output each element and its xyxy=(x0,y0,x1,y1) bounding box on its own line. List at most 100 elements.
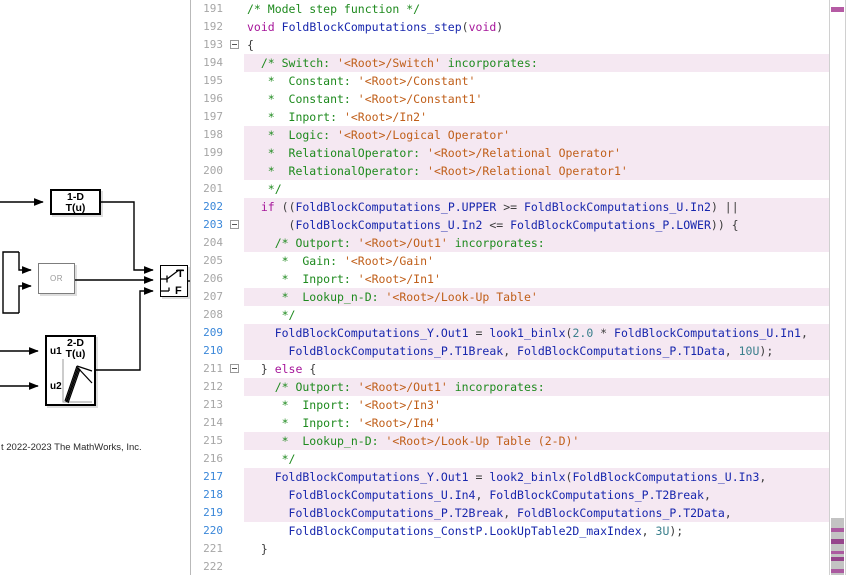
code-line[interactable]: 217 FoldBlockComputations_Y.Out1 = look2… xyxy=(191,468,829,486)
line-number[interactable]: 204 xyxy=(203,236,223,249)
code-line[interactable]: 215 * Lookup_n-D: '<Root>/Look-Up Table … xyxy=(191,432,829,450)
code-line[interactable]: 193{ xyxy=(191,36,829,54)
scrollbar[interactable] xyxy=(829,0,846,575)
line-number[interactable]: 195 xyxy=(203,74,223,87)
line-number[interactable]: 201 xyxy=(203,182,223,195)
code-line[interactable]: 192 void FoldBlockComputations_step(void) xyxy=(191,18,829,36)
code-text: * Constant: '<Root>/Constant1' xyxy=(247,92,483,106)
fold-gutter xyxy=(227,324,244,342)
code-line[interactable]: 210 FoldBlockComputations_P.T1Break, Fol… xyxy=(191,342,829,360)
code-line[interactable]: 206 * Inport: '<Root>/In1' xyxy=(191,270,829,288)
line-number[interactable]: 213 xyxy=(203,398,223,411)
code-line[interactable]: 218 FoldBlockComputations_U.In4, FoldBlo… xyxy=(191,486,829,504)
line-number[interactable]: 196 xyxy=(203,92,223,105)
code-text: * Inport: '<Root>/In2' xyxy=(247,110,428,124)
fold-gutter xyxy=(227,198,244,216)
code-line[interactable]: 222 xyxy=(191,558,829,575)
line-number[interactable]: 217 xyxy=(203,470,223,483)
logical-operator-block[interactable]: OR xyxy=(38,263,75,294)
line-number[interactable]: 208 xyxy=(203,308,223,321)
line-number[interactable]: 203 xyxy=(203,218,223,231)
code-line[interactable]: 213 * Inport: '<Root>/In3' xyxy=(191,396,829,414)
line-number[interactable]: 211 xyxy=(203,362,223,375)
scrollbar-thumb[interactable] xyxy=(831,518,844,575)
code-line[interactable]: 212 /* Outport: '<Root>/Out1' incorporat… xyxy=(191,378,829,396)
code-text: FoldBlockComputations_Y.Out1 = look2_bin… xyxy=(244,468,829,486)
line-number[interactable]: 202 xyxy=(203,200,223,213)
code-text: void FoldBlockComputations_step(void) xyxy=(247,20,504,34)
code-text: /* Outport: '<Root>/Out1' incorporates: xyxy=(244,234,829,252)
code-line[interactable]: 196 * Constant: '<Root>/Constant1' xyxy=(191,90,829,108)
line-number[interactable]: 194 xyxy=(203,56,223,69)
code-line[interactable]: 203 (FoldBlockComputations_U.In2 <= Fold… xyxy=(191,216,829,234)
switch-false-port-label: F xyxy=(175,285,182,295)
code-line[interactable]: 219 FoldBlockComputations_P.T2Break, Fol… xyxy=(191,504,829,522)
lookup1d-label-line1: 1-D xyxy=(67,191,84,203)
code-line[interactable]: 221 } xyxy=(191,540,829,558)
line-number[interactable]: 206 xyxy=(203,272,223,285)
line-number[interactable]: 198 xyxy=(203,128,223,141)
switch-icon: T F xyxy=(161,268,184,297)
code-text: FoldBlockComputations_P.T2Break, FoldBlo… xyxy=(244,504,829,522)
code-line[interactable]: 191/* Model step function */ xyxy=(191,0,829,18)
code-line[interactable]: 207 * Lookup_n-D: '<Root>/Look-Up Table' xyxy=(191,288,829,306)
code-line[interactable]: 198 * Logic: '<Root>/Logical Operator' xyxy=(191,126,829,144)
code-text: /* Switch: '<Root>/Switch' incorporates: xyxy=(244,54,829,72)
or-label: OR xyxy=(50,274,63,283)
fold-gutter xyxy=(227,108,244,126)
fold-gutter xyxy=(227,450,244,468)
line-number[interactable]: 199 xyxy=(203,146,223,159)
line-number[interactable]: 218 xyxy=(203,488,223,501)
line-number[interactable]: 197 xyxy=(203,110,223,123)
simulink-diagram-pane[interactable]: 1-D T(u) OR T F u1 u2 2-D T(u) xyxy=(0,0,190,575)
line-number[interactable]: 209 xyxy=(203,326,223,339)
line-number[interactable]: 214 xyxy=(203,416,223,429)
fold-gutter xyxy=(227,342,244,360)
line-number[interactable]: 216 xyxy=(203,452,223,465)
code-line[interactable]: 197 * Inport: '<Root>/In2' xyxy=(191,108,829,126)
lookup-table-2d-block[interactable]: u1 u2 2-D T(u) xyxy=(45,335,96,406)
code-line[interactable]: 214 * Inport: '<Root>/In4' xyxy=(191,414,829,432)
line-number[interactable]: 219 xyxy=(203,506,223,519)
code-text: */ xyxy=(247,308,296,322)
code-line[interactable]: 204 /* Outport: '<Root>/Out1' incorporat… xyxy=(191,234,829,252)
collapse-fold-icon[interactable] xyxy=(230,364,239,373)
line-number[interactable]: 207 xyxy=(203,290,223,303)
code-lines[interactable]: 191/* Model step function */ 192 void Fold… xyxy=(191,0,829,575)
switch-block[interactable]: T F xyxy=(160,265,188,297)
copyright-text: t 2022-2023 The MathWorks, Inc. xyxy=(1,442,142,453)
fold-gutter xyxy=(227,144,244,162)
fold-gutter xyxy=(227,234,244,252)
code-line[interactable]: 202 if ((FoldBlockComputations_P.UPPER >… xyxy=(191,198,829,216)
lookup-table-1d-block[interactable]: 1-D T(u) xyxy=(50,189,101,215)
code-line[interactable]: 199 * RelationalOperator: '<Root>/Relati… xyxy=(191,144,829,162)
code-line[interactable]: 208 */ xyxy=(191,306,829,324)
line-number[interactable]: 215 xyxy=(203,434,223,447)
code-line[interactable]: 201 */ xyxy=(191,180,829,198)
code-line[interactable]: 194 /* Switch: '<Root>/Switch' incorpora… xyxy=(191,54,829,72)
code-text: */ xyxy=(247,452,296,466)
line-number[interactable]: 200 xyxy=(203,164,223,177)
line-number[interactable]: 192 xyxy=(203,20,223,33)
code-line[interactable]: 220 FoldBlockComputations_ConstP.LookUpT… xyxy=(191,522,829,540)
collapse-fold-icon[interactable] xyxy=(230,220,239,229)
line-number[interactable]: 210 xyxy=(203,344,223,357)
code-text: FoldBlockComputations_Y.Out1 = look1_bin… xyxy=(244,324,829,342)
code-text: * Constant: '<Root>/Constant' xyxy=(247,74,476,88)
line-number[interactable]: 212 xyxy=(203,380,223,393)
code-line[interactable]: 200 * RelationalOperator: '<Root>/Relati… xyxy=(191,162,829,180)
line-number[interactable]: 220 xyxy=(203,524,223,537)
line-number[interactable]: 205 xyxy=(203,254,223,267)
code-line[interactable]: 211 } else { xyxy=(191,360,829,378)
line-number[interactable]: 191 xyxy=(203,2,223,15)
surface-plot-icon xyxy=(62,359,93,404)
line-number[interactable]: 222 xyxy=(203,560,223,573)
fold-gutter xyxy=(227,0,244,18)
line-number[interactable]: 193 xyxy=(203,38,223,51)
code-line[interactable]: 195 * Constant: '<Root>/Constant' xyxy=(191,72,829,90)
code-line[interactable]: 209 FoldBlockComputations_Y.Out1 = look1… xyxy=(191,324,829,342)
code-line[interactable]: 216 */ xyxy=(191,450,829,468)
collapse-fold-icon[interactable] xyxy=(230,40,239,49)
line-number[interactable]: 221 xyxy=(203,542,223,555)
code-line[interactable]: 205 * Gain: '<Root>/Gain' xyxy=(191,252,829,270)
